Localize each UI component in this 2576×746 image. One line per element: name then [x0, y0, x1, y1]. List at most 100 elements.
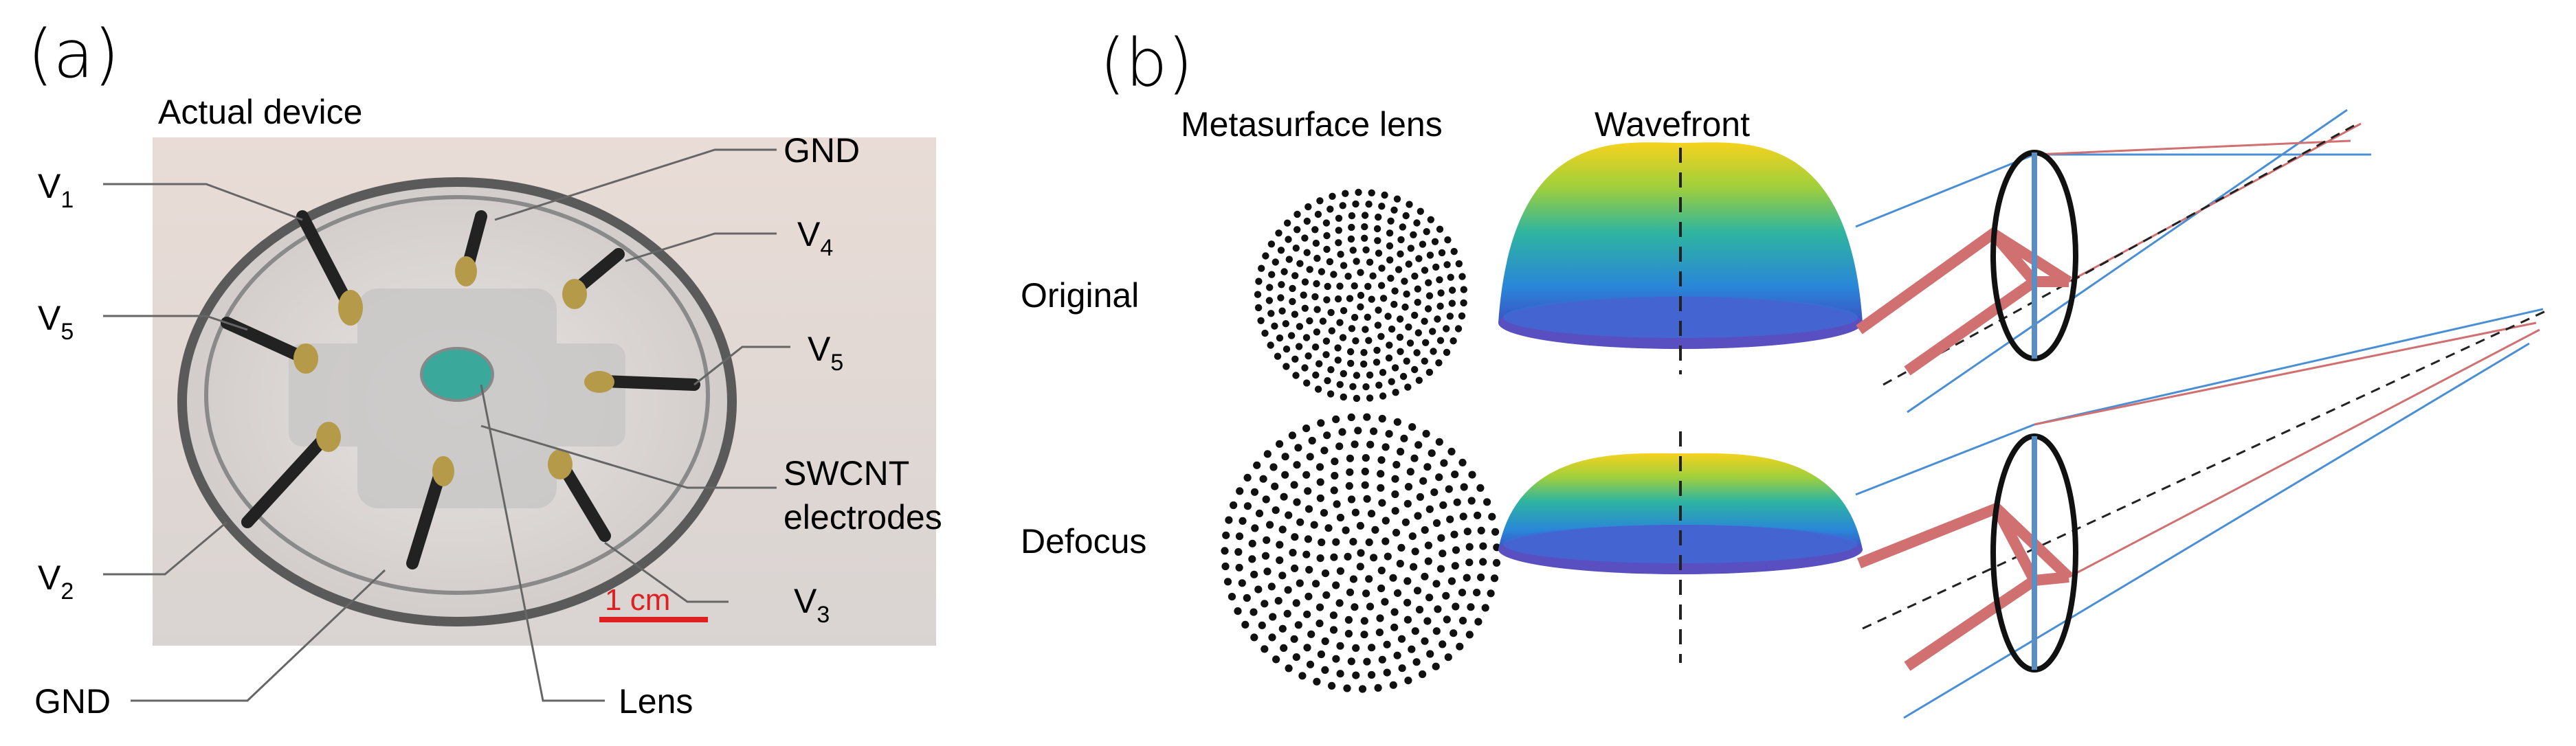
metasurface-dot	[1488, 512, 1496, 521]
metasurface-dot	[1447, 447, 1456, 456]
metasurface-dot	[1477, 573, 1485, 582]
metasurface-dot	[1228, 593, 1236, 601]
metasurface-dot	[1290, 481, 1298, 489]
metasurface-dot	[1378, 414, 1386, 423]
metasurface-dot	[1329, 192, 1336, 200]
metasurface-dot	[1339, 334, 1347, 341]
metasurface-dot	[1406, 339, 1414, 347]
metasurface-dot	[1396, 333, 1404, 341]
metasurface-dot	[1301, 234, 1309, 242]
metasurface-dot	[1302, 471, 1311, 479]
metasurface-dot	[1285, 511, 1293, 519]
metasurface-dot	[1365, 575, 1373, 583]
metasurface-dot	[1460, 483, 1468, 491]
metasurface-dot	[1302, 550, 1311, 558]
metasurface-dot	[1292, 653, 1300, 662]
metasurface-dot	[1239, 517, 1247, 525]
metasurface-dot	[1267, 583, 1276, 591]
metasurface-dot	[1302, 425, 1311, 433]
metasurface-dot	[1326, 205, 1334, 213]
metasurface-dot	[1292, 245, 1300, 252]
metasurface-dot	[1235, 563, 1243, 572]
metasurface-dot	[1344, 273, 1352, 280]
metasurface-dot	[1328, 327, 1336, 335]
metasurface-dot	[1285, 256, 1293, 263]
metasurface-dot	[1436, 565, 1445, 573]
label-swcnt: SWCNT	[784, 454, 909, 493]
metasurface-dot	[1411, 627, 1419, 635]
metasurface-dot	[1460, 286, 1467, 293]
metasurface-dot	[1397, 250, 1404, 258]
metasurface-dot	[1411, 547, 1419, 556]
metasurface-dot	[1291, 564, 1299, 573]
metasurface-dot	[1262, 252, 1269, 260]
metasurface-dot	[1450, 247, 1458, 256]
metasurface-dot	[1415, 376, 1423, 384]
metasurface-dot	[1377, 566, 1386, 575]
metasurface-dot	[1313, 328, 1321, 336]
metasurface-dot	[1352, 671, 1360, 679]
metasurface-dot	[1318, 268, 1326, 275]
metasurface-dot	[1295, 343, 1303, 350]
metasurface-dot	[1319, 317, 1327, 325]
metasurface-dot	[1278, 572, 1287, 580]
metasurface-dot	[1276, 541, 1284, 549]
metasurface-dot	[1374, 683, 1382, 692]
metasurface-dot	[1291, 272, 1299, 280]
metasurface-dot	[1436, 276, 1443, 284]
metasurface-dot	[1460, 299, 1467, 307]
metasurface-dot	[1304, 352, 1312, 360]
metasurface-dot	[1356, 563, 1364, 571]
metasurface-dot	[1293, 461, 1301, 469]
metasurface-dot	[1378, 203, 1386, 210]
ray-diagram-original	[1855, 109, 2371, 414]
metasurface-dot	[1393, 418, 1401, 426]
metasurface-dot	[1329, 626, 1338, 634]
metasurface-dot	[1253, 461, 1261, 469]
metasurface-dot	[1408, 423, 1417, 431]
metasurface-dot	[1289, 284, 1296, 293]
metasurface-dot	[1308, 436, 1316, 445]
metasurface-dot	[1362, 454, 1370, 462]
metasurface-dot	[1371, 525, 1379, 534]
metasurface-dot	[1351, 508, 1359, 517]
metasurface-dot	[1241, 620, 1250, 629]
metasurface-dot	[1360, 631, 1368, 639]
metasurface-dot	[1351, 603, 1359, 611]
metasurface-dot	[1223, 578, 1232, 586]
metasurface-dot	[1450, 337, 1457, 345]
metasurface-dot	[1426, 251, 1434, 259]
metasurface-dot	[1421, 267, 1429, 274]
metasurface-dot	[1381, 598, 1389, 606]
metasurface-dot	[1375, 381, 1383, 389]
metasurface-dot	[1335, 599, 1344, 607]
metasurface-dot	[1425, 292, 1434, 299]
label-v2: V2	[38, 558, 74, 604]
metasurface-dot	[1271, 322, 1278, 330]
metasurface-dot	[1450, 629, 1458, 637]
metasurface-dot	[1459, 512, 1467, 521]
metasurface-dot	[1421, 637, 1429, 645]
metasurface-dot	[1477, 526, 1485, 535]
metasurface-dot	[1379, 295, 1388, 302]
metasurface-dot	[1377, 456, 1386, 464]
metasurface-dot	[1458, 458, 1467, 467]
metasurface-dot	[1361, 212, 1369, 219]
metasurface-dot	[1425, 594, 1434, 602]
metasurface-dot	[1416, 493, 1424, 501]
metasurface-dot	[1339, 202, 1346, 210]
metasurface-dot	[1395, 266, 1403, 273]
metasurface-dot	[1296, 579, 1304, 587]
metasurface-dot	[1443, 348, 1451, 357]
metasurface-dot	[1377, 470, 1385, 478]
metasurface-dot	[1369, 272, 1377, 280]
metasurface-dot	[1381, 537, 1390, 545]
metasurface-dot	[1321, 637, 1329, 646]
metasurface-dot	[1427, 216, 1434, 223]
metasurface-dot	[1292, 372, 1300, 379]
row-label-defocus: Defocus	[1021, 522, 1146, 561]
metasurface-dot	[1447, 273, 1454, 281]
metasurface-dot	[1333, 500, 1341, 508]
metasurface-dot	[1365, 201, 1373, 208]
metasurface-dot	[1275, 229, 1283, 237]
